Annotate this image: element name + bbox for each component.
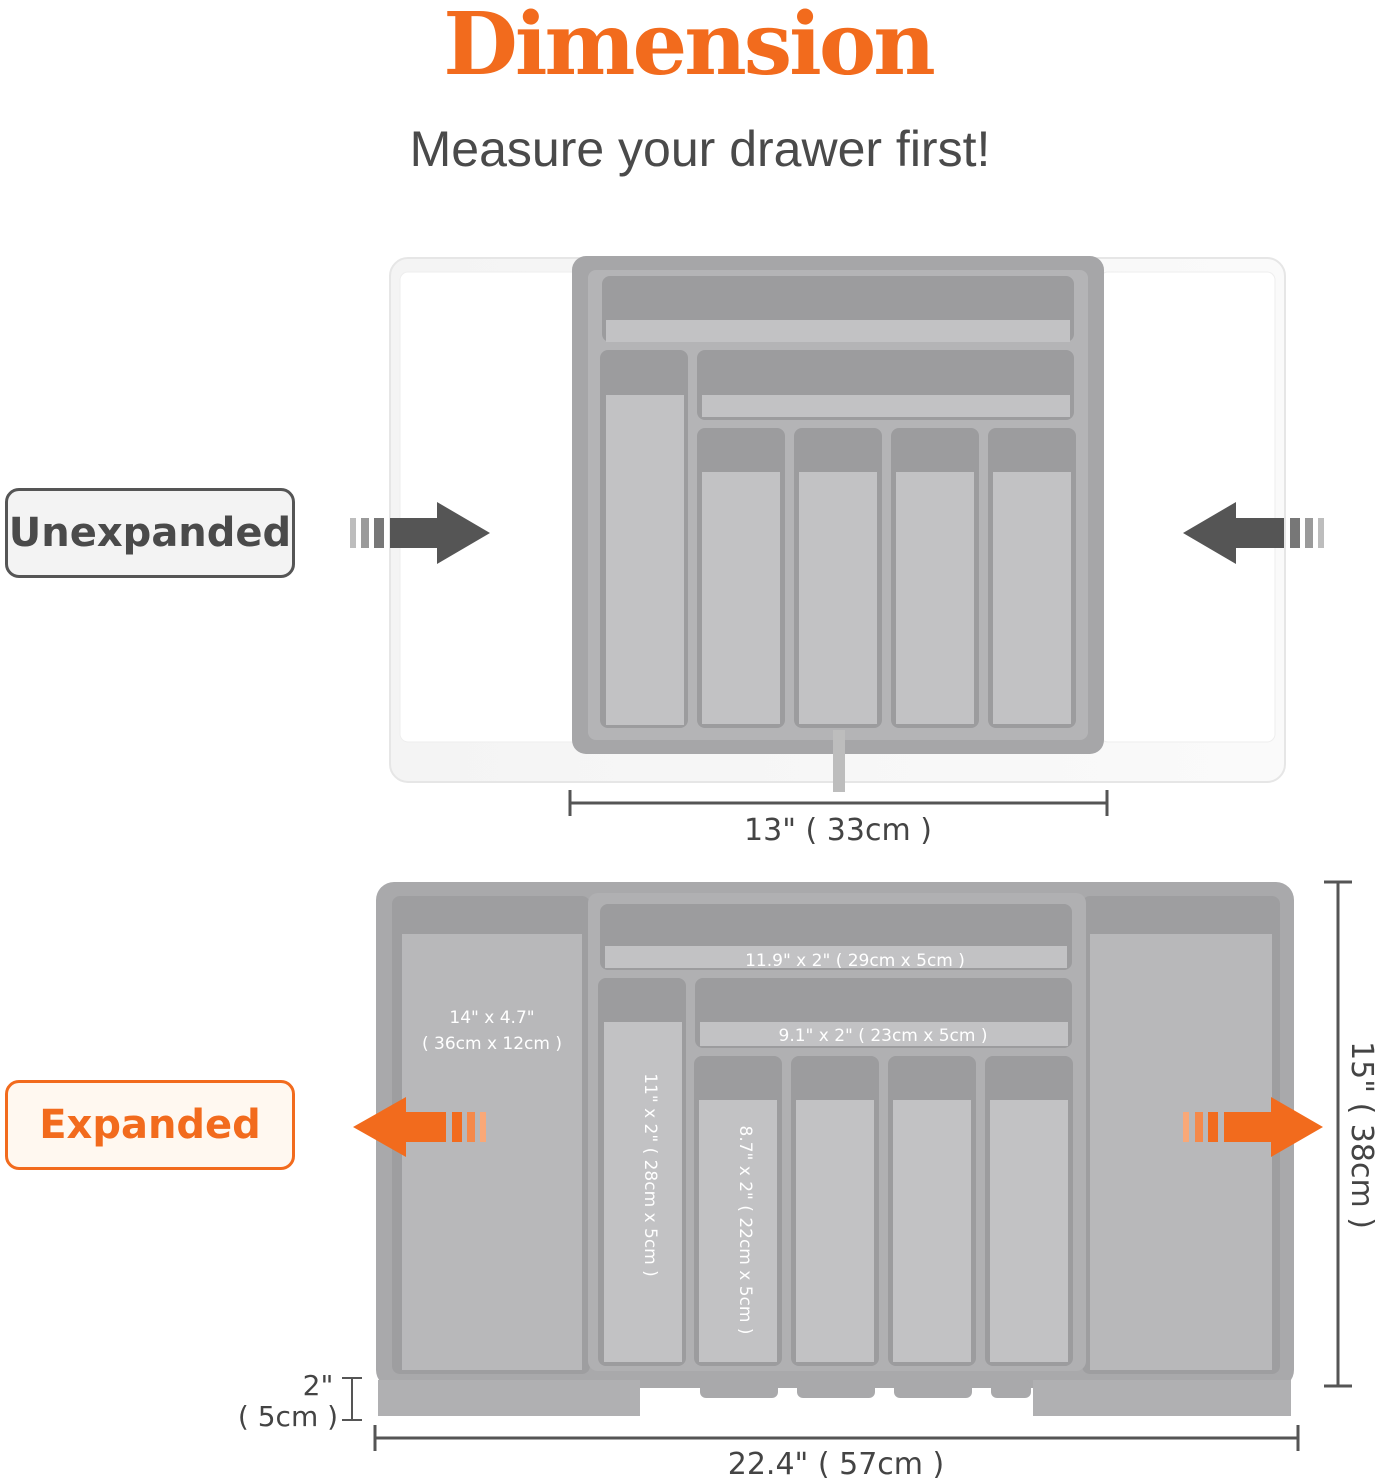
left-extension-slot: [399, 271, 581, 743]
expanded-tray: 11.9" x 2" ( 29cm x 5cm ) 9.1" x 2" ( 23…: [238, 880, 1376, 1482]
arrow-left-dark-icon: [1183, 502, 1324, 564]
unexpanded-width-label: 13" ( 33cm ): [744, 813, 932, 848]
expanded-width-label: 22.4" ( 57cm ): [728, 1447, 945, 1482]
unexpanded-width-dimension: [568, 790, 1109, 816]
height-dimension: [342, 1377, 362, 1421]
page-subtitle: Measure your drawer first!: [409, 121, 991, 177]
top-slot-label: 11.9" x 2" ( 29cm x 5cm ): [745, 951, 965, 971]
expanded-badge: Expanded: [5, 1080, 295, 1170]
arrow-right-orange-icon: [1183, 1097, 1323, 1157]
second-slot-label: 9.1" x 2" ( 23cm x 5cm ): [779, 1026, 988, 1046]
utensil-slot-label: 8.7" x 2" ( 22cm x 5cm ): [735, 1126, 755, 1335]
expanded-utensil-slots: [694, 1056, 1073, 1366]
arrow-left-orange-icon: [353, 1097, 486, 1157]
depth-label: 15" ( 38cm ): [1344, 1041, 1376, 1229]
arrow-right-dark-icon: [350, 502, 490, 564]
unexpanded-badge: Unexpanded: [5, 488, 295, 578]
page-title: Dimension: [443, 0, 935, 95]
right-extension-slot: [1099, 271, 1276, 743]
expanded-width-dimension: [373, 1425, 1300, 1451]
long-slot-label: 11" x 2" ( 28cm x 5cm ): [640, 1073, 660, 1277]
height-label-cm: ( 5cm ): [238, 1400, 338, 1433]
height-label-in: 2": [303, 1369, 334, 1402]
side-slot-label-1: 14" x 4.7": [449, 1008, 534, 1028]
depth-dimension: [1324, 880, 1352, 1388]
utensil-slots: [697, 428, 1076, 728]
unexpanded-tray: 13" ( 33cm ): [350, 256, 1324, 848]
side-slot-label-2: ( 36cm x 12cm ): [422, 1034, 562, 1054]
